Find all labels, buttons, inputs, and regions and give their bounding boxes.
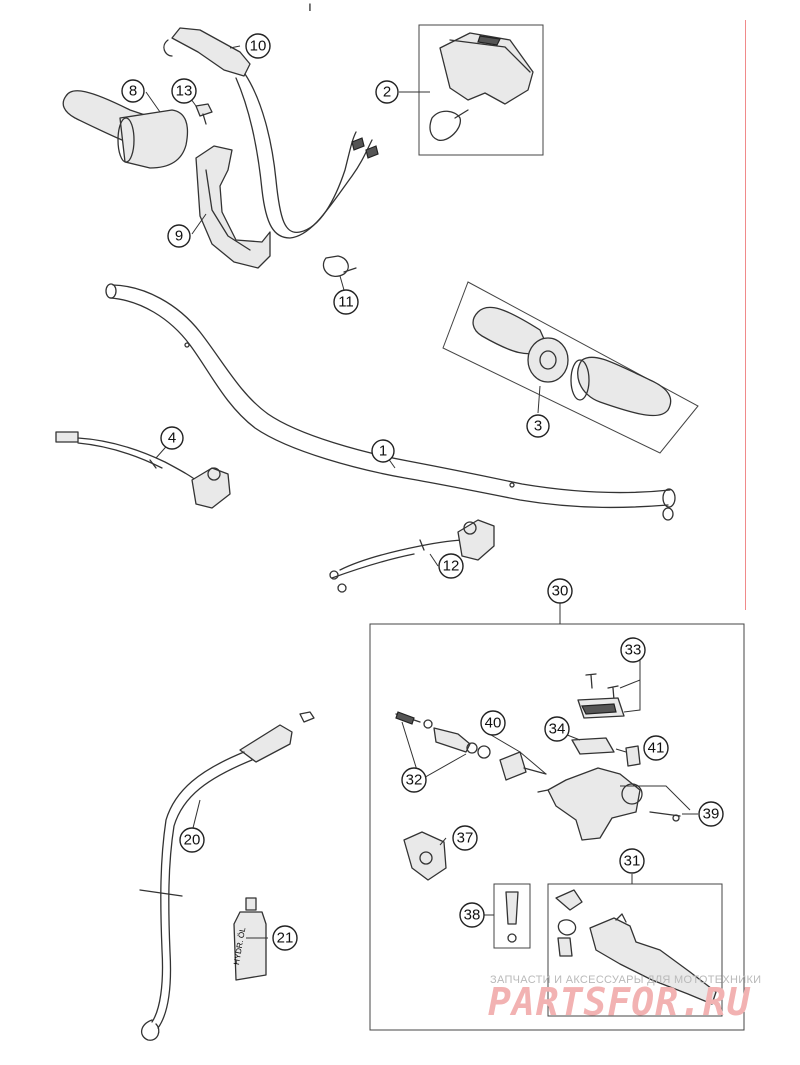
- callout-label: 30: [552, 583, 569, 600]
- callout-32: 32: [401, 767, 427, 793]
- callout-label: 11: [338, 294, 354, 311]
- callout-label: 20: [184, 832, 201, 849]
- callout-label: 10: [250, 38, 267, 55]
- callout-39: 39: [698, 801, 724, 827]
- screw-13: [195, 103, 213, 125]
- handlebar: [105, 283, 676, 521]
- watermark-logo: PARTSFOR.RU: [488, 980, 751, 1024]
- callout-label: 3: [534, 418, 542, 435]
- cable-tie: [322, 255, 357, 277]
- margin-line: [745, 20, 746, 610]
- callout-label: 40: [485, 715, 502, 732]
- grip-cap-group: [418, 24, 544, 156]
- callout-21: 21: [272, 925, 298, 951]
- oil-bottle: HYDR. ÖL: [232, 897, 267, 981]
- top-mark: ı: [308, 0, 312, 14]
- kill-switch-left: [55, 431, 231, 509]
- brake-master-cylinder-group: [369, 603, 745, 1031]
- callout-1: 1: [371, 439, 395, 463]
- callout-label: 32: [406, 772, 423, 789]
- callout-label: 2: [383, 84, 391, 101]
- callout-12: 12: [438, 553, 464, 579]
- callout-13: 13: [171, 78, 197, 104]
- callout-30: 30: [547, 578, 573, 604]
- callout-label: 8: [129, 83, 137, 100]
- callout-label: 1: [379, 443, 387, 460]
- callout-9: 9: [167, 224, 191, 248]
- callout-38: 38: [459, 902, 485, 928]
- throttle-cables: [163, 27, 379, 239]
- callout-8: 8: [121, 79, 145, 103]
- grip-set-group: [442, 281, 699, 454]
- callout-40: 40: [480, 710, 506, 736]
- callout-11: 11: [333, 289, 359, 315]
- callout-label: 38: [464, 907, 481, 924]
- callout-label: 33: [625, 642, 642, 659]
- callout-37: 37: [452, 825, 478, 851]
- callout-label: 13: [176, 83, 193, 100]
- callout-2: 2: [375, 80, 399, 104]
- callout-41: 41: [643, 735, 669, 761]
- callout-34: 34: [544, 716, 570, 742]
- hydraulic-line: [139, 711, 315, 1041]
- callout-33: 33: [620, 637, 646, 663]
- callout-label: 31: [624, 853, 641, 870]
- callout-label: 21: [277, 930, 294, 947]
- throttle-housing: [195, 145, 271, 269]
- callout-3: 3: [526, 414, 550, 438]
- callout-10: 10: [245, 33, 271, 59]
- callout-label: 4: [168, 430, 176, 447]
- callout-label: 34: [549, 721, 566, 738]
- callout-label: 41: [648, 740, 665, 757]
- watermark-caption: ЗАПЧАСТИ И АКСЕССУАРЫ ДЛЯ МОТОТЕХНИКИ: [490, 974, 762, 986]
- throttle-grip: [62, 90, 189, 169]
- callout-4: 4: [160, 426, 184, 450]
- callout-label: 9: [175, 228, 183, 245]
- callout-label: 37: [457, 830, 474, 847]
- callout-20: 20: [179, 827, 205, 853]
- switch-right: [329, 519, 495, 593]
- callout-31: 31: [619, 848, 645, 874]
- callout-label: 39: [703, 806, 720, 823]
- callout-label: 12: [443, 558, 460, 575]
